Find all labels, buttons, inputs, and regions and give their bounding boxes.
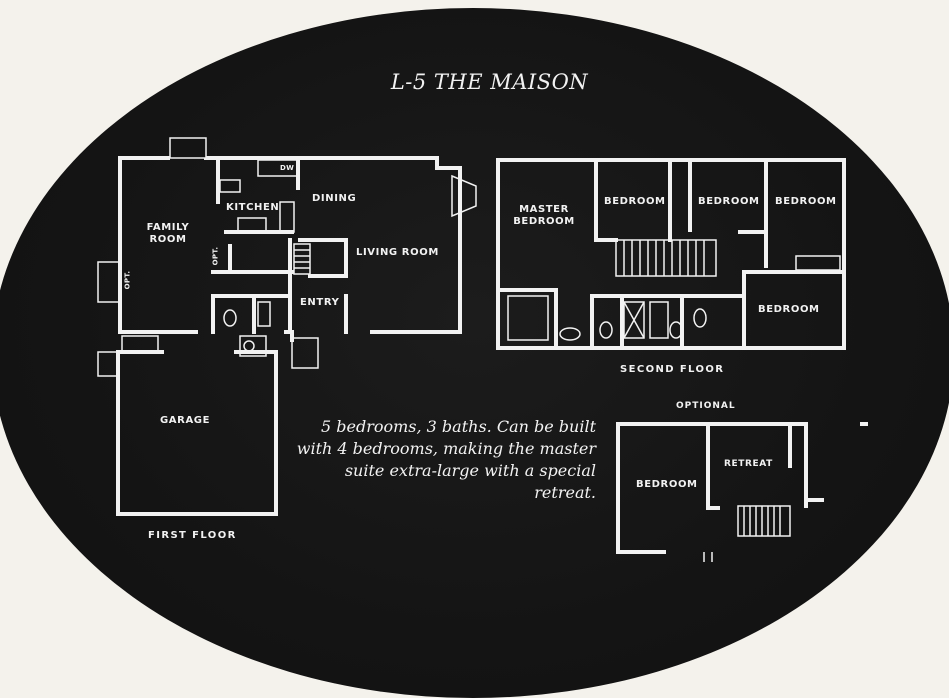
first-floor-walls bbox=[116, 156, 462, 516]
first-floor-label: FIRST FLOOR bbox=[148, 530, 237, 541]
room-label-master-bedroom: MASTER BEDROOM bbox=[513, 204, 575, 227]
laundry bbox=[239, 335, 267, 357]
optional-closet-label: OPT. bbox=[211, 246, 220, 266]
plan-description: 5 bedrooms, 3 baths. Can be built with 4… bbox=[296, 417, 596, 502]
room-label-retreat: RETREAT bbox=[724, 459, 773, 469]
optional-label: OPTIONAL bbox=[676, 401, 736, 411]
room-label-bedroom-4: BEDROOM bbox=[758, 304, 820, 315]
room-label-garage: GARAGE bbox=[160, 415, 211, 426]
room-label-entry: ENTRY bbox=[300, 297, 340, 308]
second-floor-label: SECOND FLOOR bbox=[620, 364, 725, 375]
room-label-family-room: FAMILY ROOM bbox=[146, 222, 190, 245]
room-label-optional-bedroom: BEDROOM bbox=[636, 479, 698, 490]
first-floor-shower bbox=[257, 301, 271, 327]
floor-plan-brochure: L-5 THE MAISON FAMILY ROOM KITCHEN DININ… bbox=[0, 8, 949, 698]
hall-toilet bbox=[669, 321, 683, 339]
floor-plan-drawing bbox=[97, 137, 868, 554]
master-tub bbox=[559, 327, 581, 341]
room-label-dining: DINING bbox=[312, 193, 357, 204]
room-label-kitchen: KITCHEN bbox=[226, 202, 280, 213]
room-label-living-room: LIVING ROOM bbox=[356, 247, 439, 258]
dishwasher-label: DW bbox=[280, 164, 295, 172]
room-label-bedroom-2: BEDROOM bbox=[698, 196, 760, 207]
plan-title: L-5 THE MAISON bbox=[390, 70, 589, 94]
room-label-bedroom-1: BEDROOM bbox=[604, 196, 666, 207]
bedroom-bath-sink bbox=[693, 308, 707, 328]
first-floor-toilet bbox=[223, 309, 237, 327]
master-toilet bbox=[599, 321, 613, 339]
optional-fireplace bbox=[97, 261, 121, 303]
optional-stairs bbox=[737, 505, 791, 537]
optional-plan-walls bbox=[616, 422, 868, 554]
second-floor-stairs bbox=[615, 239, 717, 277]
hall-shower bbox=[623, 301, 645, 339]
optional-fireplace-label: OPT. bbox=[123, 270, 132, 290]
first-floor-stairs bbox=[293, 243, 311, 275]
second-floor-walls bbox=[496, 158, 846, 350]
kitchen-sink-counter bbox=[257, 159, 299, 177]
chimney-top bbox=[169, 137, 207, 159]
room-label-bedroom-3: BEDROOM bbox=[775, 196, 837, 207]
master-closet bbox=[507, 295, 549, 341]
living-room-fireplace bbox=[451, 174, 477, 218]
